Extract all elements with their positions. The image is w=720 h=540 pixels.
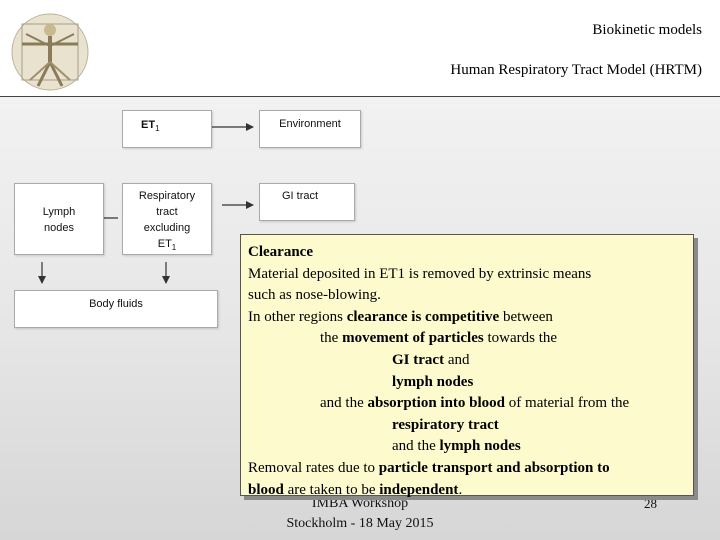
respiratory-label-line: ET1 — [157, 238, 177, 253]
callout-line: and the lymph nodes — [392, 438, 521, 455]
header-divider — [0, 96, 720, 97]
footer-date: Stockholm - 18 May 2015 — [286, 516, 434, 531]
gi-tract-box: GI tract — [259, 183, 355, 221]
callout-line: lymph nodes — [392, 373, 474, 390]
callout-line: Material deposited in ET1 is removed by … — [248, 265, 592, 282]
environment-label: Environment — [279, 118, 341, 130]
lymph-nodes-box: Lymph nodes — [14, 183, 104, 255]
gi-tract-label: GI tract — [282, 190, 319, 202]
respiratory-label-line: tract — [156, 206, 178, 218]
et1-box: ET1 — [122, 110, 212, 148]
body-fluids-label: Body fluids — [89, 298, 143, 310]
callout-line: GI tract and — [392, 351, 470, 368]
lymph-label-line: Lymph — [42, 206, 76, 218]
vitruvian-man-icon — [11, 13, 89, 91]
respiratory-tract-box: Respiratory tract excluding ET1 — [122, 183, 212, 255]
callout-heading: Clearance — [248, 244, 313, 260]
footer: IMBA Workshop Stockholm - 18 May 2015 — [240, 494, 480, 534]
environment-box: Environment — [259, 110, 361, 148]
respiratory-label-line: excluding — [143, 222, 191, 234]
callout-line: blood are taken to be independent. — [248, 481, 463, 498]
body-fluids-box: Body fluids — [14, 290, 218, 328]
respiratory-label-line: Respiratory — [138, 190, 196, 202]
slide-title: Biokinetic models — [592, 22, 702, 38]
clearance-callout: Clearance Material deposited in ET1 is r… — [240, 234, 694, 498]
page-number: 28 — [644, 496, 657, 511]
callout-line: Removal rates due to particle transport … — [248, 459, 610, 476]
slide-subtitle: Human Respiratory Tract Model (HRTM) — [450, 62, 702, 78]
lymph-label-line: nodes — [44, 222, 74, 234]
slide-header: Biokinetic models Human Respiratory Trac… — [0, 0, 720, 96]
et1-label: ET1 — [141, 119, 160, 134]
footer-workshop: IMBA Workshop — [311, 496, 409, 511]
callout-line: respiratory tract — [392, 416, 499, 433]
callout-line: the movement of particles towards the — [320, 330, 558, 347]
callout-line: such as nose-blowing. — [248, 287, 381, 304]
callout-line: In other regions clearance is competitiv… — [248, 308, 553, 325]
callout-line: and the absorption into blood of materia… — [320, 395, 630, 412]
